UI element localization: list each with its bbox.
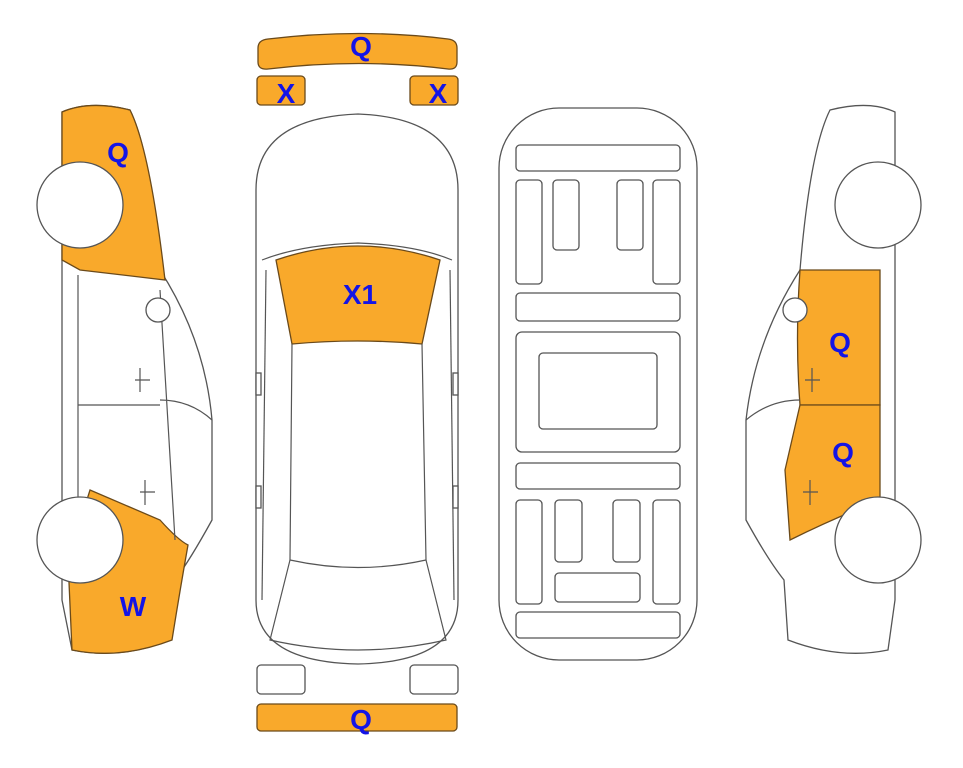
car-left-side-view: Q W: [36, 104, 213, 654]
windshield-label: X1: [343, 279, 377, 310]
left-headlight-damage[interactable]: [256, 75, 306, 106]
left-headlight-label: X: [277, 78, 296, 109]
front-bumper-damage[interactable]: [257, 32, 458, 70]
car-top-view: X1: [255, 113, 459, 665]
left-taillight[interactable]: [256, 664, 306, 695]
car-underbody-view: [498, 107, 698, 661]
car-right-side-view: Q Q: [745, 104, 922, 654]
left-front-wheel: [36, 161, 124, 249]
right-headlight-damage[interactable]: [409, 75, 459, 106]
left-rear-wheel: [36, 496, 124, 584]
left-rear-quarter-label: W: [120, 591, 147, 622]
front-bumper-label: Q: [350, 31, 372, 62]
right-taillight[interactable]: [409, 664, 459, 695]
left-front-fender-label: Q: [107, 137, 129, 168]
right-rear-door-label: Q: [832, 437, 854, 468]
rear-bumper-damage[interactable]: [256, 703, 458, 732]
right-front-door-label: Q: [829, 327, 851, 358]
windshield-damage[interactable]: [275, 245, 441, 345]
right-front-wheel: [834, 161, 922, 249]
right-headlight-label: X: [429, 78, 448, 109]
rear-parts: Q: [256, 664, 459, 735]
right-rear-wheel: [834, 496, 922, 584]
front-parts: Q X X: [256, 31, 459, 109]
rear-bumper-label: Q: [350, 704, 372, 735]
